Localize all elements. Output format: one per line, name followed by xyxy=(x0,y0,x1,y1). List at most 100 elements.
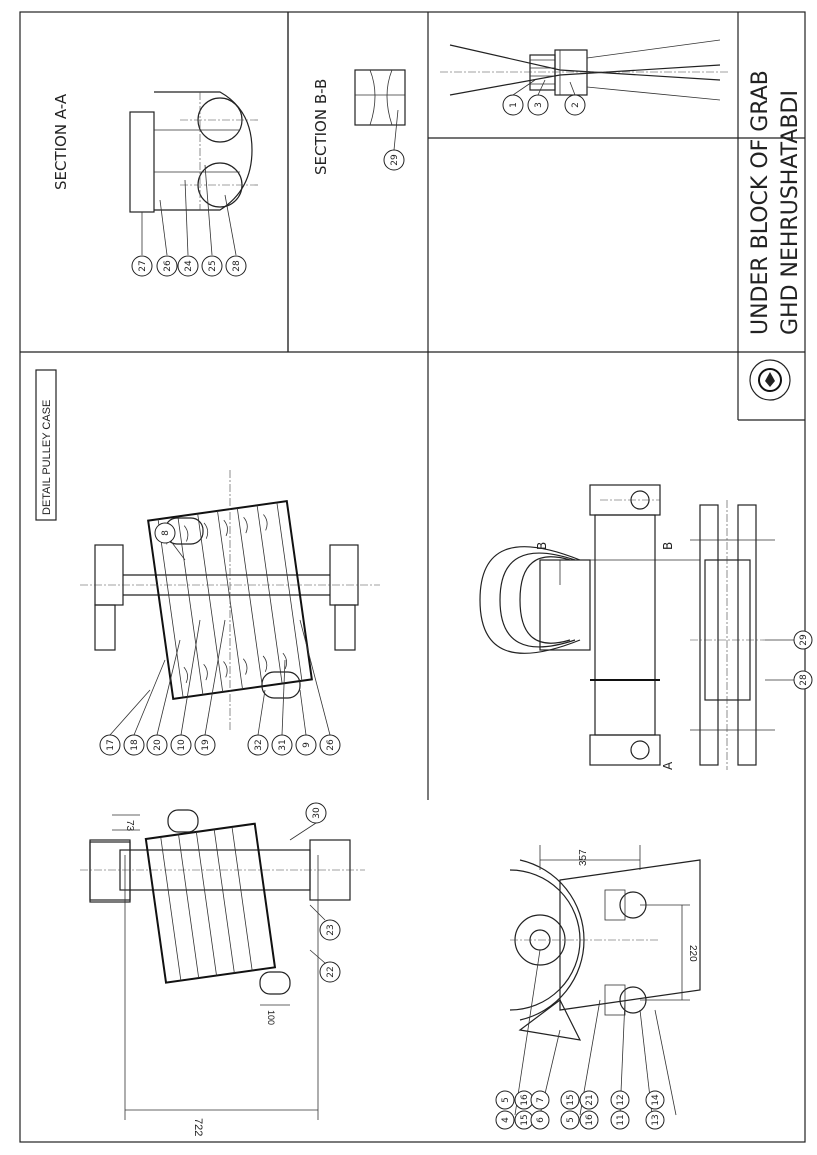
callout-19: 19 xyxy=(194,734,216,756)
detail-label: DETAIL PULLEY CASE xyxy=(41,400,53,515)
callout-22: 22 xyxy=(319,961,341,983)
svg-text:28: 28 xyxy=(232,260,242,272)
svg-text:27: 27 xyxy=(138,260,148,271)
svg-text:24: 24 xyxy=(184,260,194,272)
svg-text:3: 3 xyxy=(534,102,544,108)
svg-text:11: 11 xyxy=(616,1114,626,1125)
svg-text:32: 32 xyxy=(254,739,264,750)
dim-220: 220 xyxy=(687,945,698,962)
svg-text:21: 21 xyxy=(585,1094,595,1105)
callout-29: 29 xyxy=(793,630,813,650)
svg-text:26: 26 xyxy=(326,739,336,751)
svg-text:15: 15 xyxy=(566,1094,576,1105)
dim-357: 357 xyxy=(578,849,589,866)
callout-15-a: 15 xyxy=(514,1110,534,1130)
svg-text:29: 29 xyxy=(799,634,809,646)
callouts: 27 26 24 25 28 29 1 3 2 8 17 18 20 10 19… xyxy=(99,94,813,1130)
callout-28-aa: 28 xyxy=(225,255,247,277)
pulley-case-detail-view: DETAIL PULLEY CASE xyxy=(35,369,380,736)
svg-text:6: 6 xyxy=(536,1117,546,1123)
dim-722: 722 xyxy=(192,1118,204,1136)
block-plan-view xyxy=(690,500,795,770)
callout-28: 28 xyxy=(793,670,813,690)
section-bb-label: SECTION B-B xyxy=(312,79,330,175)
callout-30: 30 xyxy=(305,802,327,824)
callout-18: 18 xyxy=(123,734,145,756)
callout-31: 31 xyxy=(271,734,293,756)
svg-text:16: 16 xyxy=(520,1094,530,1106)
callout-20: 20 xyxy=(146,734,168,756)
svg-text:18: 18 xyxy=(130,739,140,751)
title-line1: UNDER BLOCK OF GRAB xyxy=(748,70,773,335)
callout-17: 17 xyxy=(99,734,121,756)
callout-8: 8 xyxy=(154,522,176,544)
section-bb-view: SECTION B-B xyxy=(312,69,406,175)
callout-16-a: 16 xyxy=(514,1090,534,1110)
callout-26-detail: 26 xyxy=(319,734,341,756)
svg-text:13: 13 xyxy=(651,1114,661,1125)
cut-b-right: B xyxy=(661,542,675,550)
callout-2: 2 xyxy=(564,94,586,116)
callout-25: 25 xyxy=(201,255,223,277)
sheet-frame xyxy=(19,11,806,1143)
svg-text:23: 23 xyxy=(326,924,336,935)
svg-text:7: 7 xyxy=(536,1097,546,1103)
svg-text:29: 29 xyxy=(390,154,400,166)
svg-text:19: 19 xyxy=(201,739,211,751)
svg-text:26: 26 xyxy=(163,260,173,272)
detail-label-box xyxy=(35,369,57,521)
callout-12: 12 xyxy=(610,1090,630,1110)
svg-text:2: 2 xyxy=(571,102,581,108)
callout-13: 13 xyxy=(645,1110,665,1130)
callout-3: 3 xyxy=(527,94,549,116)
svg-text:31: 31 xyxy=(278,739,288,750)
callout-5-b: 5 xyxy=(560,1110,580,1130)
callout-15-b: 15 xyxy=(560,1090,580,1110)
callout-16-b: 16 xyxy=(579,1110,599,1130)
dim-100: 100 xyxy=(266,1010,276,1025)
svg-text:5: 5 xyxy=(501,1097,511,1103)
svg-text:25: 25 xyxy=(208,260,218,271)
callout-7: 7 xyxy=(530,1090,550,1110)
svg-text:22: 22 xyxy=(326,966,336,977)
svg-text:30: 30 xyxy=(312,807,322,819)
svg-text:1: 1 xyxy=(509,102,519,108)
svg-text:9: 9 xyxy=(302,742,312,748)
svg-text:5: 5 xyxy=(566,1117,576,1123)
callout-14: 14 xyxy=(645,1090,665,1110)
svg-text:10: 10 xyxy=(177,739,187,751)
callout-5-a: 5 xyxy=(495,1090,515,1110)
callout-23: 23 xyxy=(319,919,341,941)
cut-b-left: B xyxy=(535,542,549,550)
end-view: 357 220 xyxy=(509,845,701,1116)
rope-detail-view xyxy=(440,39,730,101)
svg-text:8: 8 xyxy=(161,530,171,536)
svg-text:4: 4 xyxy=(501,1117,511,1123)
svg-text:28: 28 xyxy=(799,674,809,686)
callout-1: 1 xyxy=(502,94,524,116)
callout-29-bb: 29 xyxy=(383,149,405,171)
svg-text:17: 17 xyxy=(106,739,116,750)
section-aa-label: SECTION A-A xyxy=(52,93,70,190)
callout-10: 10 xyxy=(170,734,192,756)
svg-text:16: 16 xyxy=(585,1114,595,1126)
callout-6: 6 xyxy=(530,1110,550,1130)
svg-text:15: 15 xyxy=(520,1114,530,1125)
block-side-view: B B A xyxy=(479,484,701,770)
section-aa-view: SECTION A-A xyxy=(52,91,260,256)
svg-text:14: 14 xyxy=(651,1094,661,1106)
callout-4: 4 xyxy=(495,1110,515,1130)
cut-a-right: A xyxy=(661,761,675,770)
dim-73: 73 xyxy=(124,820,135,832)
callout-26: 26 xyxy=(156,255,178,277)
svg-text:12: 12 xyxy=(616,1094,626,1105)
callout-9: 9 xyxy=(295,734,317,756)
callout-21: 21 xyxy=(579,1090,599,1110)
callout-32: 32 xyxy=(247,734,269,756)
callout-11: 11 xyxy=(610,1110,630,1130)
svg-text:20: 20 xyxy=(153,739,163,751)
company-logo-seal xyxy=(749,359,791,401)
callout-24: 24 xyxy=(177,255,199,277)
title-line2: GHD NEHRUSHATABDI xyxy=(778,90,803,335)
